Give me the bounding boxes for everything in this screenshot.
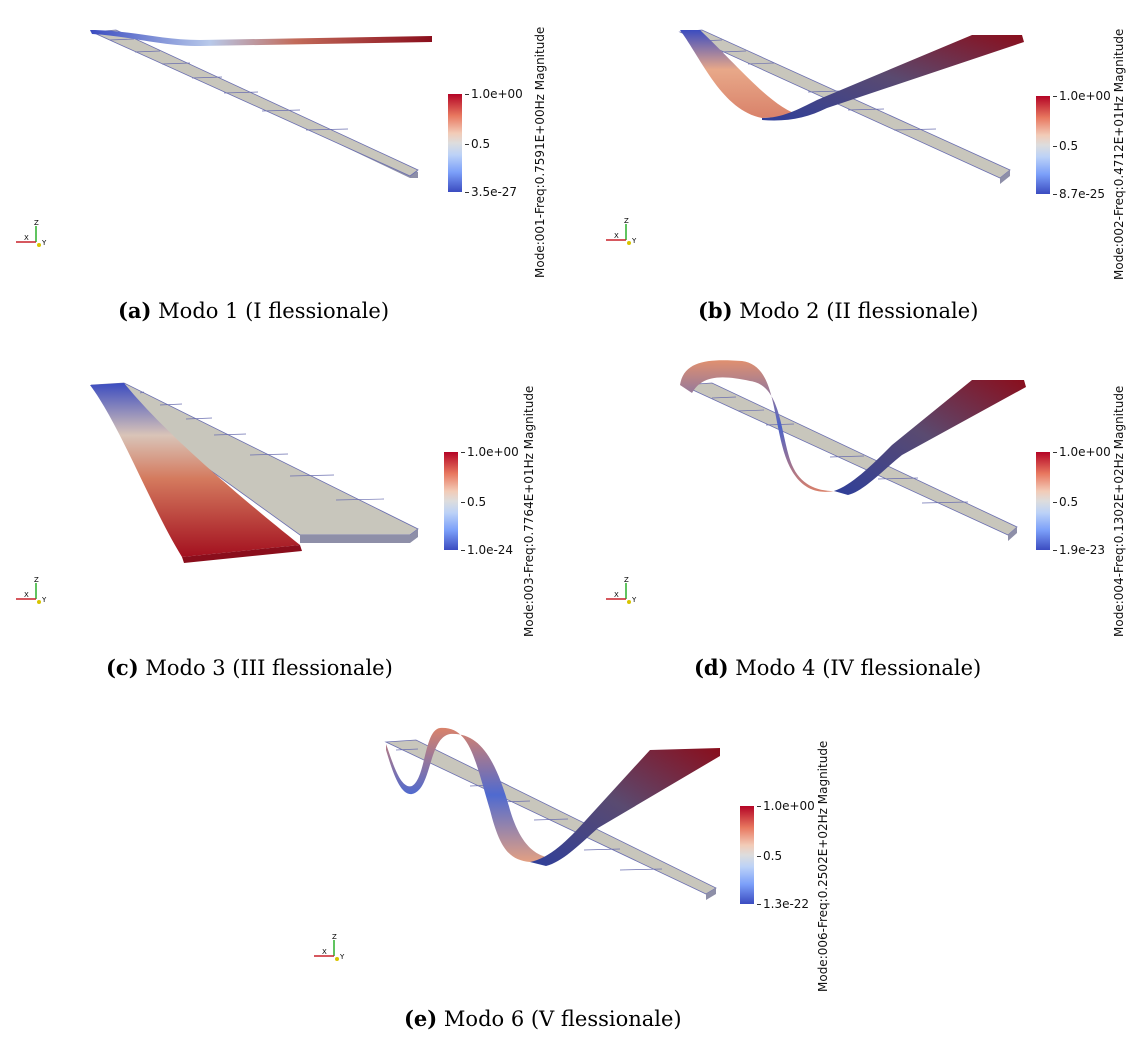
- panel-mode-2: 1.0e+00 0.5 8.7e-25 Mode:002-Freq:0.4712…: [572, 0, 1132, 330]
- colorbar-max: 1.0e+00: [757, 799, 815, 813]
- colorbar-max: 1.0e+00: [465, 87, 523, 101]
- orientation-axes: Z X Y: [16, 219, 47, 247]
- orientation-axes: Z X Y: [314, 933, 345, 961]
- colorbar-max: 1.0e+00: [461, 445, 519, 459]
- colorbar-title: Mode:004-Freq:0.1302E+02Hz Magnitude: [1112, 385, 1126, 637]
- colorbar-min: 1.9e-23: [1052, 543, 1106, 557]
- svg-text:Z: Z: [332, 933, 337, 941]
- caption-c: (c) Modo 3 (III flessionale): [106, 655, 393, 680]
- svg-text:Z: Z: [624, 576, 629, 584]
- svg-text:X: X: [614, 232, 619, 240]
- svg-text:Z: Z: [34, 576, 39, 584]
- y-axis-label: Y: [41, 239, 47, 247]
- colorbar-min: 1.0e-24: [460, 543, 514, 557]
- orientation-axes: Z X Y: [606, 576, 637, 604]
- svg-text:Y: Y: [631, 237, 637, 245]
- colorbar-min: 1.3e-22: [756, 897, 810, 911]
- caption-a: (a) Modo 1 (I flessionale): [118, 298, 390, 323]
- colorbar-mid: 0.5: [460, 495, 487, 509]
- orientation-axes: Z X Y: [606, 217, 637, 245]
- svg-text:Z: Z: [624, 217, 629, 225]
- svg-text:Y: Y: [339, 953, 345, 961]
- colorbar: [448, 94, 462, 192]
- svg-text:X: X: [322, 948, 327, 956]
- mode-2-wing-render: [678, 29, 1024, 184]
- panel-mode-6: 1.0e+00 0.5 1.3e-22 Mode:006-Freq:0.2502…: [300, 700, 860, 1041]
- svg-text:Y: Y: [631, 596, 637, 604]
- caption-e: (e) Modo 6 (V flessionale): [404, 1006, 682, 1031]
- svg-text:X: X: [24, 591, 29, 599]
- svg-text:Y: Y: [41, 596, 47, 604]
- mode-1-wing-render: [90, 29, 432, 178]
- colorbar-mid: 0.5: [1052, 139, 1079, 153]
- colorbar-mid: 0.5: [756, 849, 783, 863]
- colorbar: [1036, 452, 1050, 550]
- colorbar-max: 1.0e+00: [1053, 89, 1111, 103]
- colorbar: [1036, 96, 1050, 194]
- colorbar-min: 8.7e-25: [1052, 187, 1106, 201]
- colorbar-min: 3.5e-27: [464, 185, 518, 199]
- panel-mode-4: 1.0e+00 0.5 1.9e-23 Mode:004-Freq:0.1302…: [572, 345, 1132, 690]
- colorbar-title: Mode:001-Freq:0.7591E+00Hz Magnitude: [533, 26, 547, 278]
- colorbar-max: 1.0e+00: [1053, 445, 1111, 459]
- panel-mode-1: 1.0e+00 0.5 3.5e-27 Mode:001-Freq:0.7591…: [0, 0, 560, 330]
- caption-d: (d) Modo 4 (IV flessionale): [694, 655, 982, 680]
- orientation-axes: Z X Y: [16, 576, 47, 604]
- colorbar-title: Mode:002-Freq:0.4712E+01Hz Magnitude: [1112, 28, 1126, 280]
- mode-3-wing-render: [90, 382, 419, 563]
- colorbar: [444, 452, 458, 550]
- colorbar: [740, 806, 754, 904]
- mode-6-wing-render: [384, 727, 720, 900]
- x-axis-label: X: [24, 234, 29, 242]
- colorbar-mid: 0.5: [464, 137, 491, 151]
- colorbar-title: Mode:006-Freq:0.2502E+02Hz Magnitude: [816, 740, 830, 992]
- colorbar-mid: 0.5: [1052, 495, 1079, 509]
- mode-4-wing-render: [680, 360, 1026, 541]
- colorbar-title: Mode:003-Freq:0.7764E+01Hz Magnitude: [522, 385, 536, 637]
- caption-b: (b) Modo 2 (II flessionale): [698, 298, 979, 323]
- svg-text:X: X: [614, 591, 619, 599]
- panel-mode-3: 1.0e+00 0.5 1.0e-24 Mode:003-Freq:0.7764…: [0, 345, 560, 690]
- z-axis-label: Z: [34, 219, 39, 227]
